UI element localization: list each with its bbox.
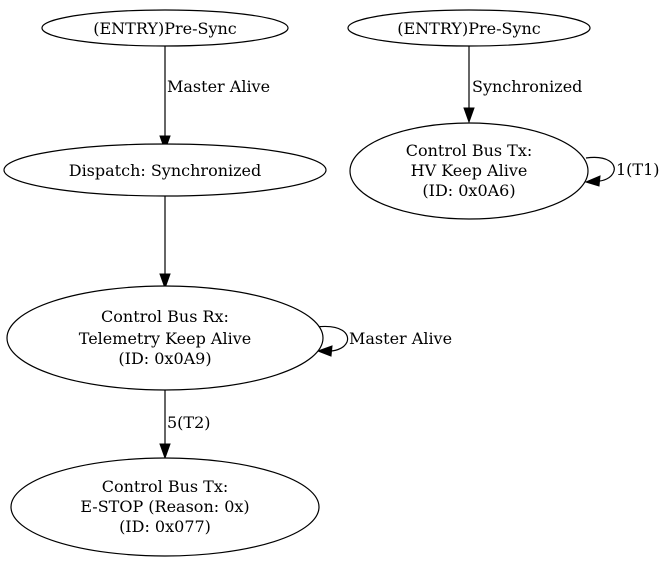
node-label-line-2: Telemetry Keep Alive <box>79 329 251 348</box>
node-label-line-3: (ID: 0x0A6) <box>422 181 515 200</box>
node-label: (ENTRY)Pre-Sync <box>93 19 237 38</box>
edge-rx-to-estop: 5(T2) <box>159 390 211 460</box>
edge-entry-right-to-hv: Synchronized <box>463 46 582 124</box>
node-label: Dispatch: Synchronized <box>69 161 262 180</box>
edge-hv-self-loop: 1(T1) <box>584 156 660 187</box>
node-entry-pre-sync-left: (ENTRY)Pre-Sync <box>41 9 289 47</box>
node-label-line-1: Control Bus Rx: <box>101 307 229 326</box>
node-control-bus-rx-telemetry: Control Bus Rx: Telemetry Keep Alive (ID… <box>6 285 324 391</box>
node-entry-pre-sync-right: (ENTRY)Pre-Sync <box>347 9 591 47</box>
node-label-line-3: (ID: 0x0A9) <box>118 349 211 368</box>
edge-label-5-t2: 5(T2) <box>167 413 211 432</box>
node-dispatch-synchronized: Dispatch: Synchronized <box>3 143 327 197</box>
node-label-line-1: Control Bus Tx: <box>102 477 229 496</box>
edge-label-rx-loop: Master Alive <box>349 329 452 348</box>
edge-rx-self-loop: Master Alive <box>315 325 452 357</box>
node-label-line-1: Control Bus Tx: <box>406 141 533 160</box>
edge-label-synchronized: Synchronized <box>472 77 582 96</box>
edge-label-master-alive: Master Alive <box>167 77 270 96</box>
node-label: (ENTRY)Pre-Sync <box>397 19 541 38</box>
node-label-line-2: E-STOP (Reason: 0x) <box>80 497 249 516</box>
edge-entry-to-dispatch: Master Alive <box>159 46 270 152</box>
edge-dispatch-to-rx <box>159 196 171 290</box>
node-control-bus-tx-hv-keep-alive: Control Bus Tx: HV Keep Alive (ID: 0x0A6… <box>349 122 589 220</box>
node-label-line-3: (ID: 0x077) <box>119 517 211 536</box>
edge-label-1-t1: 1(T1) <box>616 160 660 179</box>
node-control-bus-tx-estop: Control Bus Tx: E-STOP (Reason: 0x) (ID:… <box>10 457 320 557</box>
node-label-line-2: HV Keep Alive <box>411 161 528 180</box>
